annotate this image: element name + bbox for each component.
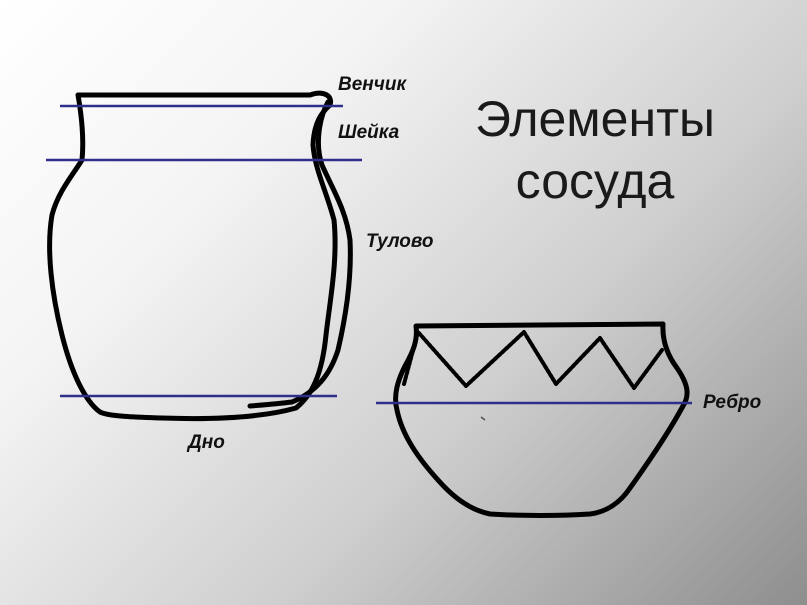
rib-label: Ребро — [703, 392, 762, 413]
body-label: Тулово — [366, 231, 434, 252]
neck-label: Шейка — [338, 122, 400, 143]
jar-wall-thickness — [247, 99, 353, 409]
bowl-mark — [480, 416, 486, 421]
jar-outline — [47, 90, 338, 422]
marker-lines — [46, 104, 692, 405]
page-title: Элементы сосуда — [455, 88, 735, 212]
bowl-drawing — [393, 321, 690, 518]
page-title-line2: сосуда — [515, 153, 675, 209]
bowl-zigzag-ornament — [402, 330, 664, 390]
page-title-line1: Элементы — [475, 91, 715, 147]
jar-drawing — [47, 90, 353, 422]
rim-label: Венчик — [338, 74, 407, 95]
bottom-label: Дно — [188, 432, 225, 453]
bowl-outline — [393, 321, 690, 518]
